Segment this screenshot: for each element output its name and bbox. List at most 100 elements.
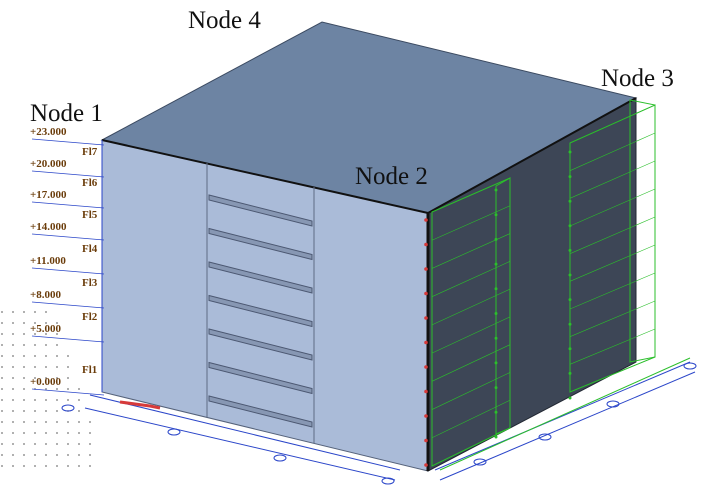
ground-dot xyxy=(78,410,80,412)
grid-line xyxy=(569,104,656,144)
ground-dot xyxy=(67,454,69,456)
level-elevation-label: +20.000 xyxy=(30,158,67,170)
window-strip xyxy=(208,227,313,261)
grid-node-marker xyxy=(568,224,572,228)
ground-dot xyxy=(67,377,69,379)
ground-dot xyxy=(34,344,36,346)
ground-dot xyxy=(89,465,91,467)
window-strip xyxy=(208,361,313,395)
ground-dot xyxy=(12,355,14,357)
ground-dot xyxy=(23,443,25,445)
grid-node-marker xyxy=(568,298,572,302)
ground-dot xyxy=(45,333,47,335)
ground-dot xyxy=(78,432,80,434)
ground-dot xyxy=(23,333,25,335)
base-axis-lines xyxy=(61,361,697,485)
grid-line xyxy=(431,372,511,410)
ground-dot xyxy=(1,377,3,379)
corner-node-marker xyxy=(424,389,428,394)
ground-dot xyxy=(1,388,3,390)
ground-dot xyxy=(12,377,14,379)
node-2-label: Node 2 xyxy=(355,163,428,190)
ground-dot xyxy=(45,355,47,357)
ground-dot xyxy=(34,399,36,401)
corner-node-marker xyxy=(424,340,428,345)
ground-dot xyxy=(12,465,14,467)
ground-dot xyxy=(56,344,58,346)
ground-dot xyxy=(12,366,14,368)
ground-dot xyxy=(23,322,25,324)
ground-dot xyxy=(89,421,91,423)
ground-dot xyxy=(78,421,80,423)
level-floor-label: Fl7 xyxy=(82,146,98,158)
ground-dot xyxy=(34,355,36,357)
grid-line xyxy=(569,356,656,393)
level-leader-lines xyxy=(31,138,105,396)
level-elevation-label: +8.000 xyxy=(30,289,62,301)
grid-line xyxy=(431,288,511,326)
level-elevation-label: +17.000 xyxy=(30,189,67,201)
window-strip xyxy=(208,328,313,361)
ground-dot xyxy=(12,399,14,401)
ground-dot xyxy=(1,454,3,456)
level-floor-label: Fl1 xyxy=(82,364,98,376)
grid-node-marker xyxy=(494,435,498,439)
ground-dot xyxy=(45,410,47,412)
stair-core-windows xyxy=(208,194,313,428)
ground-dot xyxy=(1,410,3,412)
axis-marker xyxy=(538,433,552,441)
ground-dot xyxy=(67,355,69,357)
ground-dot xyxy=(45,311,47,313)
level-floor-label: Fl5 xyxy=(82,209,98,221)
grid-line xyxy=(431,261,511,297)
grid-line xyxy=(569,188,656,227)
grid-node-marker xyxy=(568,150,572,154)
axis-marker xyxy=(381,477,395,485)
level-leader-line xyxy=(31,138,105,146)
ground-dot xyxy=(23,366,25,368)
ground-dot xyxy=(56,322,58,324)
ground-dot xyxy=(56,366,58,368)
ground-grid xyxy=(1,311,91,467)
ground-dot xyxy=(56,333,58,335)
roof-edge-front xyxy=(101,139,429,214)
node-1-label: Node 1 xyxy=(30,100,103,127)
ground-dot xyxy=(23,421,25,423)
axis-marker xyxy=(167,428,181,436)
level-leader-line xyxy=(31,267,105,275)
axis-marker xyxy=(683,362,697,370)
level-elevation-label: +14.000 xyxy=(30,221,67,233)
ground-dot xyxy=(45,465,47,467)
ground-dot xyxy=(1,355,3,357)
ground-dot xyxy=(1,366,3,368)
corner-node-marker xyxy=(424,414,428,418)
grid-node-marker xyxy=(568,199,572,203)
ground-dot xyxy=(12,333,14,335)
axis-marker xyxy=(606,400,620,408)
grid-node-marker xyxy=(494,410,498,414)
ground-dot xyxy=(56,355,58,357)
grid-node-marker xyxy=(494,386,498,390)
corner-node-marker xyxy=(424,463,428,467)
ground-dot xyxy=(45,344,47,346)
grid-line xyxy=(431,344,511,382)
ground-dot xyxy=(12,311,14,313)
level-floor-label: Fl4 xyxy=(82,243,98,255)
level-elevation-label: +0.000 xyxy=(30,376,62,388)
ground-dot xyxy=(45,399,47,401)
ground-dot xyxy=(1,443,3,445)
ground-dot xyxy=(45,443,47,445)
ground-dot xyxy=(34,465,36,467)
ground-dot xyxy=(45,421,47,423)
ground-dot xyxy=(67,443,69,445)
grid-node-marker xyxy=(568,347,572,351)
ground-dot xyxy=(23,311,25,313)
ground-dot xyxy=(34,443,36,445)
ground-dot xyxy=(1,311,3,313)
level-floor-label: Fl3 xyxy=(82,277,98,289)
ground-dot xyxy=(12,421,14,423)
level-floor-label: Fl6 xyxy=(82,177,98,189)
axis-line xyxy=(89,394,401,471)
ground-dot xyxy=(23,454,25,456)
